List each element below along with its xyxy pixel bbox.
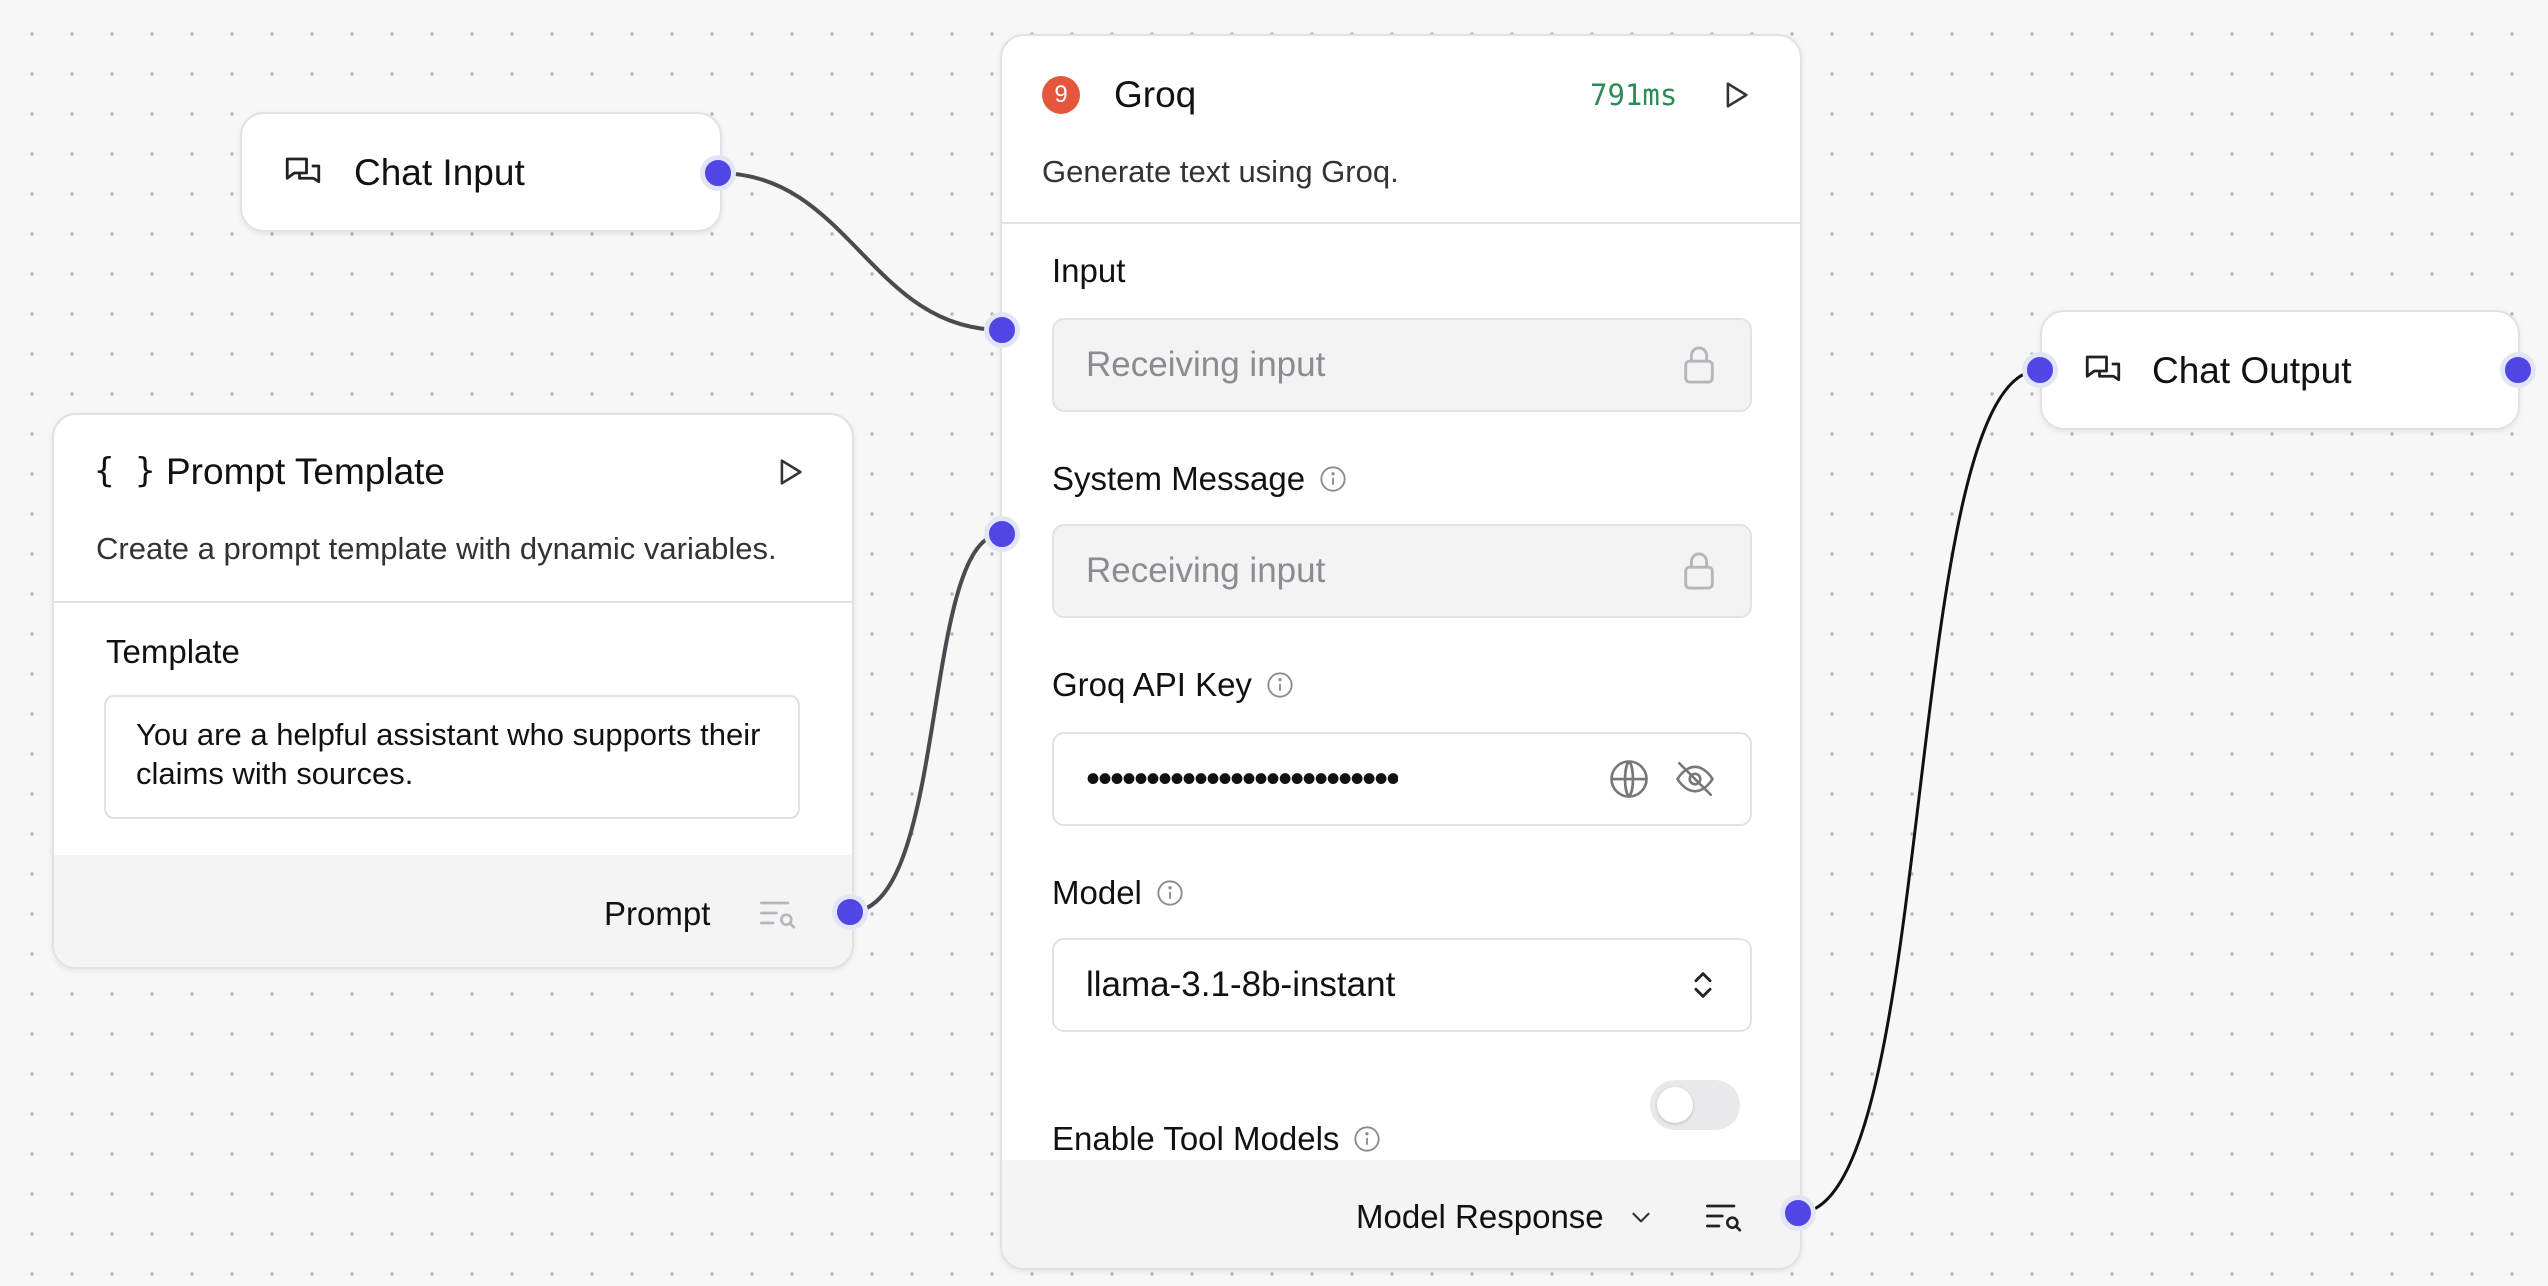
input-label: Input (1052, 252, 1126, 289)
groq-output-handle[interactable] (1780, 1195, 1816, 1231)
system-message-placeholder: Receiving input (1086, 551, 1326, 590)
groq-description: Generate text using Groq. (1042, 154, 1399, 189)
model-label: Model (1052, 874, 1184, 912)
api-key-value: •••••••••••••••••••••••••• (1086, 756, 1399, 801)
lock-icon (1680, 550, 1718, 592)
template-label: Template (106, 633, 240, 670)
groq-badge-icon: 9 (1042, 76, 1080, 114)
toggle-knob (1657, 1087, 1693, 1123)
edge-prompt-to-groq-system (849, 532, 1003, 914)
api-key-field[interactable]: •••••••••••••••••••••••••• (1052, 732, 1752, 826)
model-select[interactable]: llama-3.1-8b-instant (1052, 938, 1752, 1032)
play-icon[interactable] (772, 455, 806, 489)
prompt-template-node[interactable]: { } Prompt Template Create a prompt temp… (52, 413, 854, 969)
eye-off-icon[interactable] (1672, 758, 1718, 800)
prompt-output-label: Prompt (604, 895, 711, 932)
chat-output-node[interactable]: Chat Output (2040, 310, 2520, 430)
groq-system-message-handle[interactable] (984, 516, 1020, 552)
prompt-output-handle[interactable] (832, 894, 868, 930)
model-response-label[interactable]: Model Response (1356, 1198, 1604, 1235)
chat-input-title: Chat Input (354, 152, 525, 193)
tool-models-toggle[interactable] (1650, 1080, 1740, 1130)
tool-models-label: Enable Tool Models (1052, 1120, 1381, 1158)
info-icon[interactable] (1319, 465, 1347, 493)
input-field[interactable]: Receiving input (1052, 318, 1752, 412)
chat-output-output-handle[interactable] (2500, 352, 2536, 388)
chat-input-node[interactable]: Chat Input (240, 112, 722, 232)
play-icon[interactable] (1718, 78, 1752, 112)
chat-output-title: Chat Output (2152, 350, 2352, 391)
divider (54, 601, 852, 603)
info-icon[interactable] (1353, 1125, 1381, 1153)
input-placeholder: Receiving input (1086, 345, 1326, 384)
model-value: llama-3.1-8b-instant (1086, 965, 1396, 1004)
groq-node[interactable]: 9 Groq 791ms Generate text using Groq. I… (1000, 34, 1802, 1270)
api-key-label: Groq API Key (1052, 666, 1294, 704)
template-textarea[interactable]: You are a helpful assistant who supports… (104, 695, 800, 819)
chevron-down-icon[interactable] (1628, 1204, 1654, 1230)
prompt-output-row: Prompt (54, 855, 852, 967)
chat-bubbles-icon (2082, 350, 2124, 392)
template-value: You are a helpful assistant who supports… (136, 717, 761, 791)
chevron-up-down-icon (1688, 968, 1718, 1002)
prompt-template-title: Prompt Template (166, 451, 445, 492)
chat-input-output-handle[interactable] (700, 155, 736, 191)
system-message-label: System Message (1052, 460, 1347, 498)
groq-output-row: Model Response (1002, 1160, 1800, 1268)
chat-output-input-handle[interactable] (2022, 352, 2058, 388)
prompt-template-description: Create a prompt template with dynamic va… (96, 531, 777, 566)
info-icon[interactable] (1156, 879, 1184, 907)
edge-chatinput-to-groq-input (717, 171, 1003, 332)
inspect-list-icon[interactable] (758, 895, 798, 931)
groq-timing: 791ms (1590, 78, 1678, 112)
edge-groq-to-chatoutput (1797, 368, 2041, 1215)
groq-title: Groq (1114, 74, 1197, 115)
system-message-field[interactable]: Receiving input (1052, 524, 1752, 618)
divider (1002, 222, 1800, 224)
lock-icon (1680, 344, 1718, 386)
info-icon[interactable] (1266, 671, 1294, 699)
chat-bubbles-icon (282, 152, 324, 194)
braces-icon: { } (94, 451, 156, 491)
globe-icon[interactable] (1608, 758, 1650, 800)
inspect-list-icon[interactable] (1704, 1198, 1744, 1234)
groq-input-handle[interactable] (984, 312, 1020, 348)
